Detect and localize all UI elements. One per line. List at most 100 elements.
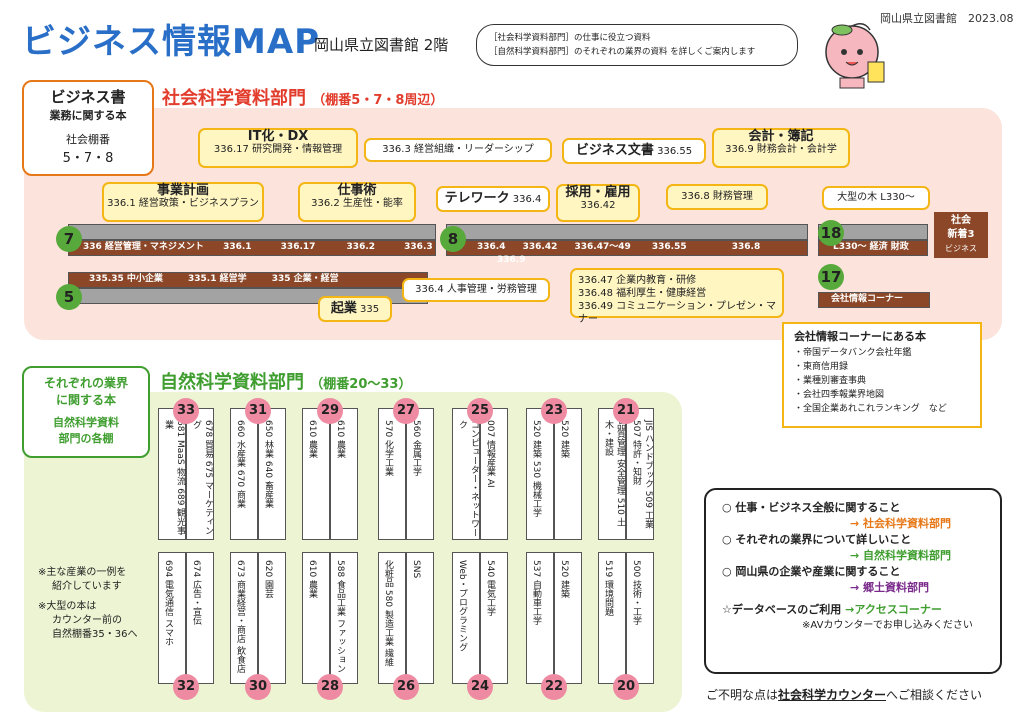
bookcase-bottom-b xyxy=(554,552,582,684)
shelf-18: L330～ 経済 財政 xyxy=(818,240,928,256)
box-business-plan: 事業計画 336.1 経営政策・ビジネスプラン xyxy=(102,182,264,222)
guide-l5: ※AVカウンターでお申し込みください xyxy=(802,620,973,631)
case-top-number: 31 xyxy=(245,398,271,424)
case-c-text: Web・プログラミング xyxy=(457,560,467,652)
acct-sub: 336.9 財務会計・会計学 xyxy=(725,144,837,155)
bookcase-top-b xyxy=(626,408,654,540)
corner-item: ・会社四季報業界地図 xyxy=(794,390,885,400)
it-sub: 336.17 研究開発・情報管理 xyxy=(213,144,343,155)
shelf-7-tag2: 336.17 xyxy=(280,242,316,252)
natural-label-l2: 部門の各棚 xyxy=(58,432,114,445)
note1b: 紹介しています xyxy=(52,581,122,592)
guide-l1a[interactable]: → 社会科学資料部門 xyxy=(850,517,952,530)
social-label-title: ビジネス書 xyxy=(50,88,126,106)
case-b-text: JIS ハンドブック 509 工業 507 特許・知財 xyxy=(631,420,653,529)
bookcase-bottom-a xyxy=(158,552,186,684)
bookcase-bottom-b xyxy=(480,552,508,684)
bookcase-top-a xyxy=(158,408,186,540)
shelf-17: 会社情報コーナー xyxy=(818,292,930,308)
box-hr: 336.4 人事管理・労務管理 xyxy=(402,278,550,302)
footer-post: へご相談ください xyxy=(886,688,983,702)
plan-heading: 事業計画 xyxy=(156,183,209,198)
bookcase-top-a xyxy=(302,408,330,540)
shelf-7-tag3: 336.2 xyxy=(346,242,376,252)
case-c-text: 519 環境問題 xyxy=(603,560,613,617)
shelf-5-label3: 335 企業・経営 xyxy=(271,274,339,284)
guide-l3: ○ 岡山県の企業や産業に関すること xyxy=(722,565,901,578)
box-hiring: 採用・雇用 336.42 xyxy=(556,184,640,222)
case-a-text: 品質管理 安全管理 510 土木・建設 xyxy=(603,420,625,527)
shelf-number-7: 7 xyxy=(56,226,82,252)
note2c: 自然棚番35・36へ xyxy=(52,629,138,640)
social-section-title: 社会科学資料部門 （棚番5・7・8周辺） xyxy=(162,84,443,110)
bizdoc-heading: ビジネス文書 xyxy=(575,143,654,158)
case-top-number: 29 xyxy=(317,398,343,424)
box-startup: 起業 335 xyxy=(318,296,392,322)
case-bottom-number: 32 xyxy=(173,674,199,700)
guide-box: ○ 仕事・ビジネス全般に関すること → 社会科学資料部門 ○ それぞれの業界につ… xyxy=(704,488,1002,674)
shelf-8-tag3: 336.47～49 xyxy=(574,242,631,252)
shelf-5: 335.35 中小企業 335.1 経営学 335 企業・経営 xyxy=(68,272,428,288)
case-b-text: 610 農業 xyxy=(335,420,345,459)
date-label: 岡山県立図書館 2023.08 xyxy=(880,12,1014,25)
bookcase-top-b xyxy=(554,408,582,540)
edu-line2: 336.48 福利厚生・健康経営 xyxy=(578,288,707,299)
guide-l3a[interactable]: → 郷土資料部門 xyxy=(850,581,930,594)
case-d-text: 500 技術・工学 xyxy=(631,560,641,626)
edu-line3: 336.49 コミュニケーション・プレゼン・マナー xyxy=(578,301,776,325)
guide-l4a[interactable]: →アクセスコーナー xyxy=(845,603,942,616)
case-a-text: 520 建築 530 機械工学 xyxy=(531,420,541,517)
bubble-line2: ［自然科学資料部門］のそれぞれの業界の資料 を詳しくご案内します xyxy=(489,47,756,57)
shelf-8-tag2: 336.42 xyxy=(522,242,558,252)
shelf-8-tag1: 336.4 xyxy=(477,242,506,252)
shelf-number-5: 5 xyxy=(56,284,82,310)
box-telework: テレワーク 336.4 xyxy=(436,186,550,212)
newbook-line3: ビジネス xyxy=(945,244,977,253)
case-bottom-number: 28 xyxy=(317,674,343,700)
footer-counter: 社会科学カウンター xyxy=(778,688,887,702)
social-shelves-text: （棚番5・7・8周辺） xyxy=(312,93,444,108)
newbook-line2: 新着3 xyxy=(947,229,975,240)
box-large-books: 大型の木 L330～ xyxy=(822,186,930,210)
page-subtitle: 岡山県立図書館 2階 xyxy=(314,36,449,54)
case-top-number: 33 xyxy=(173,398,199,424)
shelf-7: 336 経営管理・マネジメント 336.1 336.17 336.2 336.3 xyxy=(68,240,436,256)
guide-l2a[interactable]: → 自然科学資料部門 xyxy=(850,549,952,562)
shelf-8-tag4: 336.55 xyxy=(651,242,687,252)
tele-heading: テレワーク xyxy=(444,191,510,206)
hire-num: 336.42 xyxy=(580,200,616,211)
case-c-text: 694 電気通信 スマホ xyxy=(163,560,173,646)
edu-line1: 336.47 企業内教育・研修 xyxy=(578,275,697,286)
corner-item: ・全国企業あれこれランキング など xyxy=(794,404,947,414)
bookcase-top-b xyxy=(258,408,286,540)
case-c-text: 化粧品 580 製造工業 繊維 xyxy=(383,560,393,667)
plan-sub: 336.1 経営政策・ビジネスプラン xyxy=(107,198,259,209)
case-bottom-number: 22 xyxy=(541,674,567,700)
natural-title-text: 自然科学資料部門 xyxy=(160,372,304,393)
speech-bubble: ［社会科学資料部門］の仕事に役立つ資料 ［自然科学資料部門］のそれぞれの業界の資… xyxy=(476,24,798,66)
bubble-line1: ［社会科学資料部門］の仕事に役立つ資料 xyxy=(489,33,651,43)
box-accounting: 会計・簿記 336.9 財務会計・会計学 xyxy=(712,128,850,168)
social-label-shelf: 社会棚番 xyxy=(66,133,110,146)
shelf-7-tag1: 336.1 xyxy=(223,242,252,252)
case-b-text: 678 貿易 675 マーケティング xyxy=(191,420,213,535)
it-heading: IT化・DX xyxy=(247,129,309,144)
note2b: カウンター前の xyxy=(52,615,122,626)
case-top-number: 23 xyxy=(541,398,567,424)
case-d-text: 540 電気工学 xyxy=(485,560,495,617)
case-b-text: 560 金属工学 xyxy=(411,420,421,477)
bookcase-top-a xyxy=(230,408,258,540)
box-org: 336.3 経営組織・リーダーシップ xyxy=(364,138,552,162)
startup-heading: 起業 xyxy=(330,301,357,316)
case-c-text: 537 自動車工学 xyxy=(531,560,541,626)
box-education: 336.47 企業内教育・研修 336.48 福利厚生・健康経営 336.49 … xyxy=(570,268,784,325)
newbook-line1: 社会 xyxy=(951,215,971,226)
shelf-8-tag6: 336.9 xyxy=(497,255,526,265)
bookcase-bottom-a xyxy=(452,552,480,684)
case-a-text: 610 農業 xyxy=(307,420,317,459)
case-top-number: 21 xyxy=(613,398,639,424)
shelf-5-label2: 335.1 経営学 xyxy=(188,274,247,284)
footer-pre: ご不明な点は xyxy=(706,688,779,702)
corner-item: ・業種別審査事典 xyxy=(794,376,867,386)
bookcase-top-a xyxy=(526,408,554,540)
